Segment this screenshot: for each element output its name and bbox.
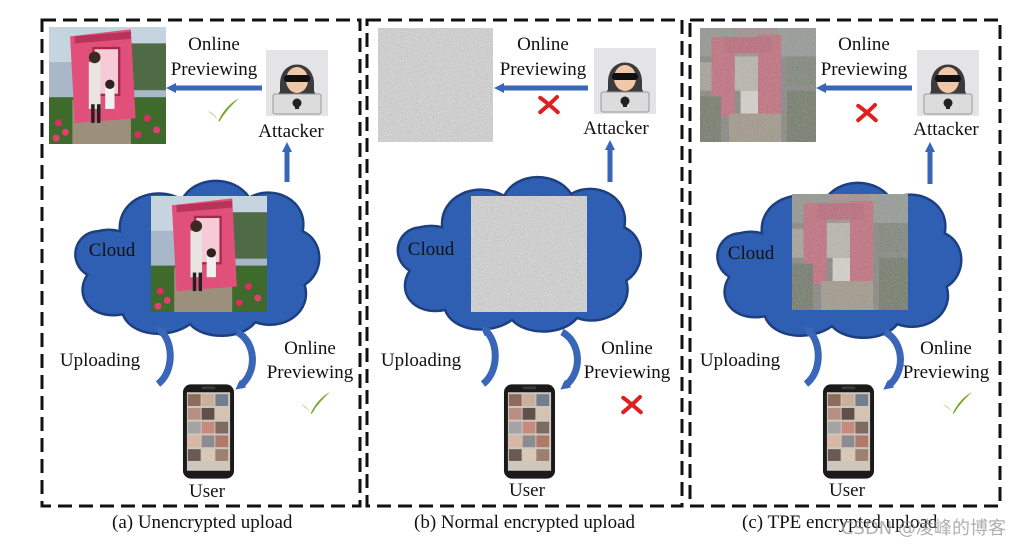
check-icon [300,391,331,415]
attacker-label-c: Attacker [913,119,979,140]
attacker-preview-image-c [700,28,816,142]
online-label-b-user: Online [601,338,653,359]
previewing-label-b: Previewing [500,59,587,80]
previewing-label-c: Previewing [821,59,908,80]
cloud-image-b [471,196,587,312]
online-label-c: Online [838,34,890,55]
cross-icon [858,105,876,120]
previewing-label-a-user: Previewing [267,362,354,383]
panel-a-border [40,18,362,508]
cross-icon [623,397,641,412]
panel-a: Online Previewing Attacker Cloud Uploadi… [49,27,354,502]
caption-panel-c: (c) TPE encrypted upload [742,512,938,533]
attacker-icon [266,50,328,116]
uploading-arrow-c [803,326,822,387]
attacker-preview-image-b [378,28,493,142]
uploading-arrow-b [480,326,499,387]
caption-panel-b: (b) Normal encrypted upload [414,512,636,533]
panel-c-border [688,18,1002,508]
previewing-label-a: Previewing [171,59,258,80]
attacker-preview-image-a [49,27,166,144]
online-label-c-user: Online [920,338,972,359]
user-label-b: User [509,480,546,501]
attacker-icon [594,48,656,114]
user-label-c: User [829,480,866,501]
uploading-label-b: Uploading [381,350,462,371]
cloud-label-a: Cloud [89,240,136,261]
previewing-label-b-user: Previewing [584,362,671,383]
cloud-label-c: Cloud [728,243,775,264]
download-arrow-b [560,328,581,390]
phone-icon [822,384,875,479]
download-arrow-c [883,328,904,390]
cloud-image-c [792,194,908,310]
uploading-arrow-a [155,326,174,387]
previewing-label-c-user: Previewing [903,362,990,383]
phone-icon [503,384,556,479]
check-icon [207,98,240,122]
panel-c: Online Previewing Attacker Cloud Uploadi… [700,28,990,501]
panel-b-border [365,18,684,508]
cloud-image-a [151,196,267,312]
download-arrow-a [235,328,256,390]
online-label-a: Online [188,34,240,55]
attacker-icon [917,50,979,116]
attacker-label-a: Attacker [258,121,324,142]
attacker-label-b: Attacker [583,118,649,139]
uploading-label-a: Uploading [60,350,141,371]
user-label-a: User [189,481,226,502]
phone-icon [182,384,235,479]
cross-icon [540,97,558,112]
check-icon [942,391,973,415]
caption-panel-a: (a) Unencrypted upload [112,512,293,533]
online-label-a-user: Online [284,338,336,359]
online-label-b: Online [517,34,569,55]
cloud-label-b: Cloud [408,239,455,260]
panel-b: Online Previewing Attacker Cloud Uploadi… [378,28,671,501]
uploading-label-c: Uploading [700,350,781,371]
watermark: CSDN @凌峰的博客 [840,518,1006,539]
